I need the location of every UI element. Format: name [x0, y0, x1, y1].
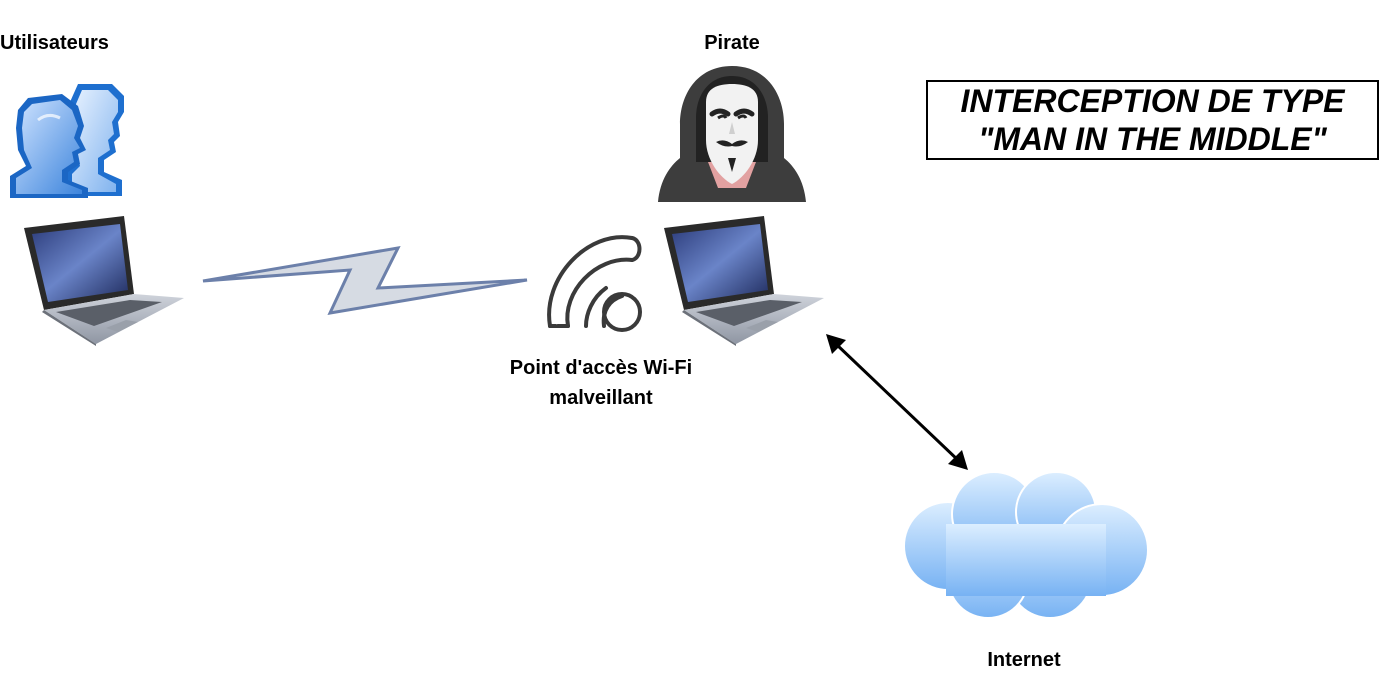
wifi-icon: [547, 235, 642, 332]
title-line-2: "MAN IN THE MIDDLE": [978, 121, 1327, 157]
wireless-link-bolt: [202, 246, 528, 315]
arrowhead-end-icon: [948, 450, 968, 470]
users-icon: [10, 84, 124, 198]
pirate-laptop-icon: [664, 216, 824, 346]
users-label: Utilisateurs: [0, 32, 109, 54]
hacker-icon: [658, 66, 806, 202]
pirate-internet-double-arrow: [826, 334, 968, 470]
access-point-label: Point d'accès Wi-Fi malveillant: [470, 353, 732, 413]
diagram-title-box: INTERCEPTION DE TYPE "MAN IN THE MIDDLE": [926, 80, 1379, 160]
cloud-icon: [903, 471, 1149, 619]
internet-label: Internet: [987, 649, 1061, 671]
title-line-1: INTERCEPTION DE TYPE: [960, 83, 1345, 119]
access-point-label-line2: malveillant: [549, 387, 653, 409]
arrowhead-start-icon: [826, 334, 846, 354]
user-laptop-icon: [24, 216, 184, 346]
access-point-label-line1: Point d'accès Wi-Fi: [509, 357, 693, 379]
pirate-label: Pirate: [704, 32, 760, 54]
